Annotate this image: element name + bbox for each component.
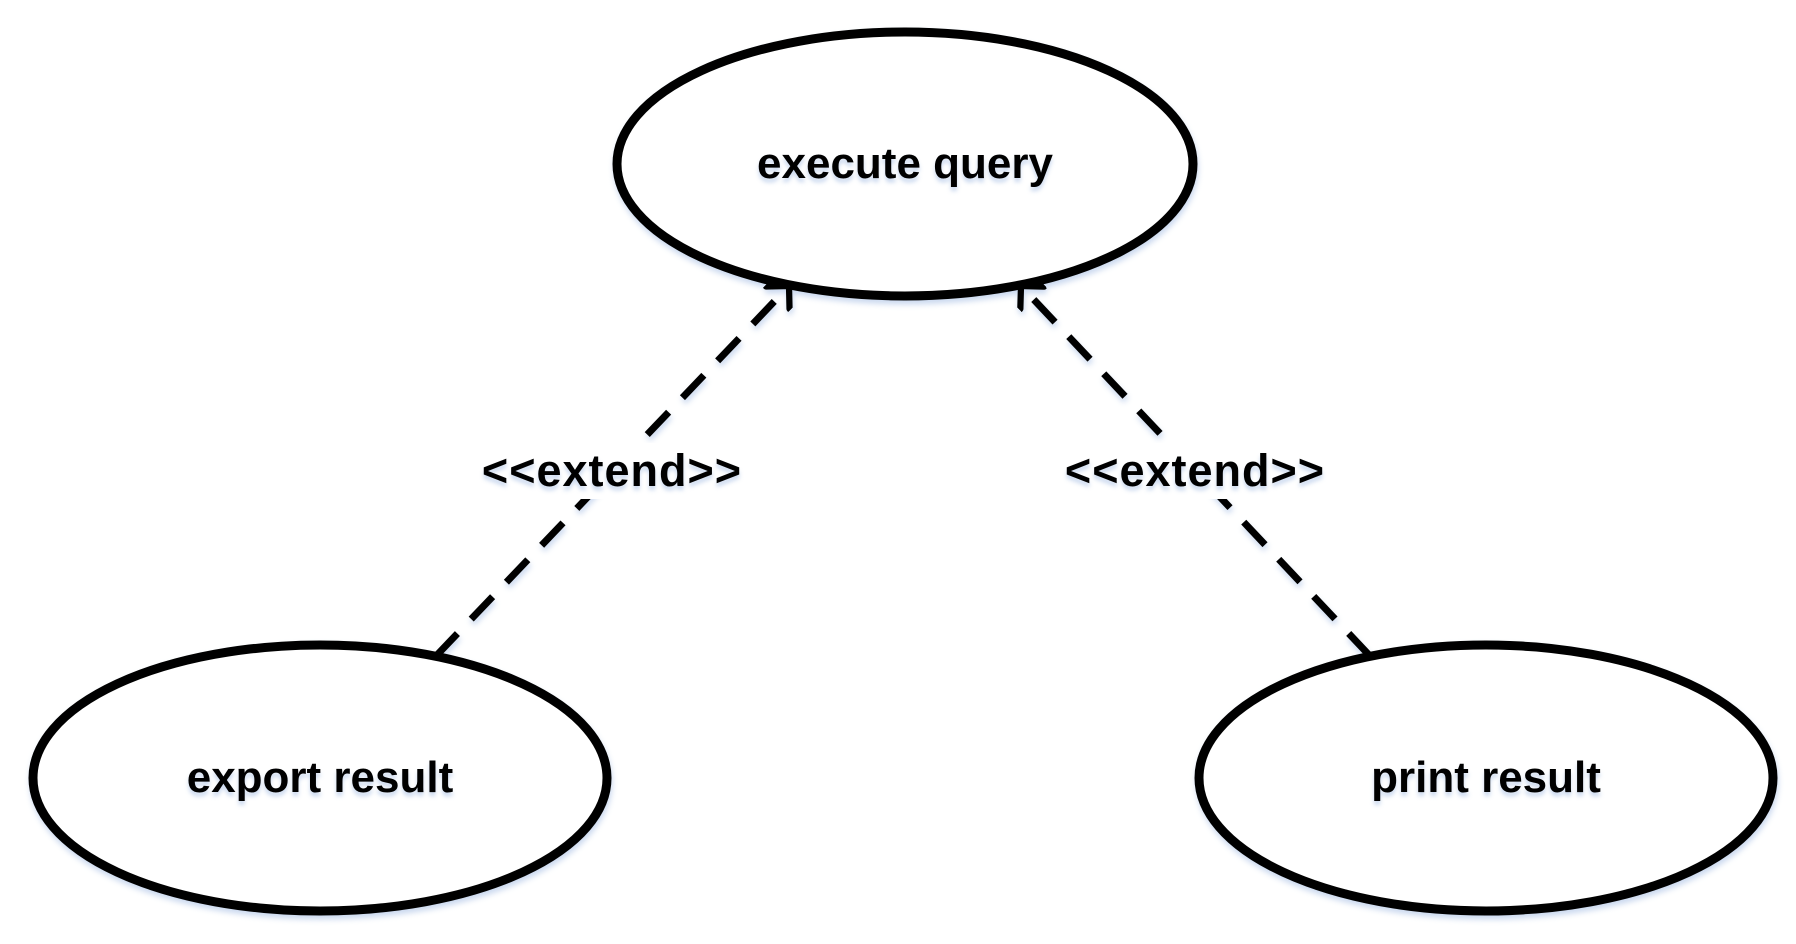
extend-stereotype-right: <<extend>> (1056, 443, 1334, 499)
extend-stereotype-left: <<extend>> (473, 443, 751, 499)
use-case-ellipse-execute-query (612, 27, 1198, 301)
use-case-ellipse-export-result (28, 640, 612, 916)
use-case-ellipse-print-result (1194, 640, 1778, 916)
extend-connector-print-to-execute (1021, 286, 1373, 659)
